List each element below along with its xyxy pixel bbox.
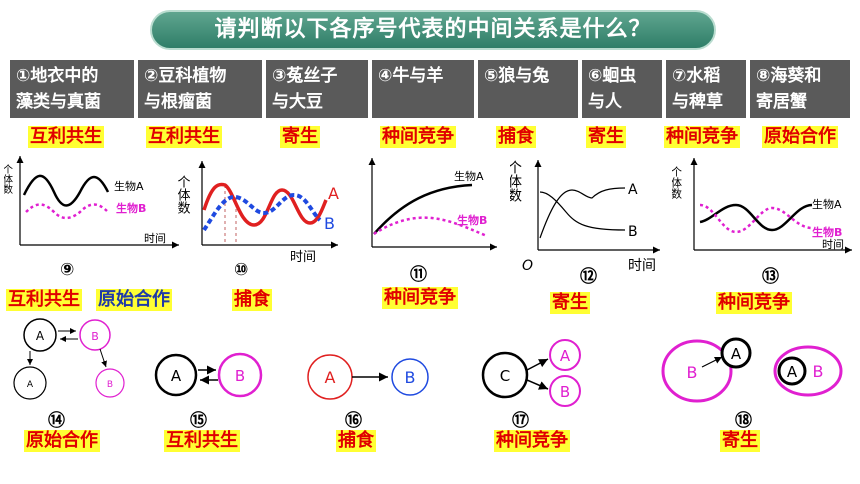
g9-label-b: 生物B bbox=[116, 201, 146, 215]
answer-18: 寄生 bbox=[720, 430, 760, 452]
g11-label-a: 生物A bbox=[454, 169, 484, 183]
answer-13: 种间竞争 bbox=[716, 292, 792, 314]
g12-xlabel: 时间 bbox=[628, 258, 656, 274]
header-cell-4: ④牛与羊 bbox=[372, 60, 474, 118]
g10-label-b: B bbox=[324, 214, 335, 233]
num-9: ⑨ bbox=[60, 260, 75, 280]
answer-7: 种间竞争 bbox=[664, 126, 740, 148]
answer-16: 捕食 bbox=[336, 430, 376, 452]
g10-curve-a bbox=[202, 182, 328, 227]
g9-ylabel: 个体数 bbox=[4, 164, 13, 195]
answer-17: 种间竞争 bbox=[494, 430, 570, 452]
g11-curve-a bbox=[373, 183, 473, 235]
d17-node-b: B bbox=[560, 383, 570, 401]
d16-node-b: B bbox=[405, 368, 416, 387]
graph-13: 个体数 生物A 生物B 时间 bbox=[672, 158, 852, 254]
diagram-14: A B A B bbox=[13, 318, 125, 400]
g13-label-a: 生物A bbox=[812, 197, 842, 211]
graph-12: 个体数 A B O 时间 bbox=[510, 160, 660, 274]
d18-node-a-left: A bbox=[731, 345, 742, 363]
page-title: 请判断以下各序号代表的中间关系是什么？ bbox=[150, 10, 716, 50]
d18-node-a-right: A bbox=[787, 363, 798, 381]
answer-6: 寄生 bbox=[586, 126, 626, 148]
g13-label-b: 生物B bbox=[812, 225, 842, 239]
num-12: ⑫ bbox=[580, 267, 597, 287]
header-cell-8: ⑧海葵和 寄居蟹 bbox=[750, 60, 850, 118]
g10-curve-b bbox=[202, 192, 322, 232]
num-14: ⑭ bbox=[48, 411, 65, 431]
answer-1: 互利共生 bbox=[28, 126, 104, 148]
answer-2: 互利共生 bbox=[146, 126, 222, 148]
g12-curve-b bbox=[539, 191, 626, 231]
g10-xlabel: 时间 bbox=[290, 250, 316, 265]
num-17: ⑰ bbox=[512, 411, 529, 431]
answer-11: 种间竞争 bbox=[382, 287, 458, 309]
graph-11: 生物A 生物B bbox=[368, 158, 497, 251]
header-cell-2: ②豆科植物 与根瘤菌 bbox=[138, 60, 262, 118]
num-15: ⑮ bbox=[190, 411, 207, 431]
header-cell-6: ⑥蛔虫 与人 bbox=[582, 60, 662, 118]
num-13: ⑬ bbox=[762, 267, 779, 287]
g10-label-a: A bbox=[328, 184, 339, 203]
d14-node-b-bottom: B bbox=[107, 380, 113, 390]
num-10: ⑩ bbox=[234, 260, 249, 280]
g13-ylabel: 个体数 bbox=[672, 166, 683, 200]
graph-10: 个体数 A B 时间 bbox=[178, 161, 339, 265]
answer-3: 寄生 bbox=[280, 126, 320, 148]
g12-origin: O bbox=[522, 258, 533, 274]
num-16: ⑯ bbox=[345, 411, 362, 431]
d17-node-a: A bbox=[560, 347, 571, 365]
answer-9a: 互利共生 bbox=[6, 289, 82, 311]
g12-label-a: A bbox=[628, 182, 638, 198]
answer-4: 种间竞争 bbox=[380, 126, 456, 148]
num-11: ⑪ bbox=[410, 265, 427, 285]
header-cell-7: ⑦水稻 与稗草 bbox=[666, 60, 746, 118]
graph-9: 个体数 生物A 生物B 时间 bbox=[4, 156, 179, 249]
header-cell-5: ⑤狼与兔 bbox=[478, 60, 578, 118]
d15-node-b: B bbox=[235, 367, 245, 385]
answer-9b: 原始合作 bbox=[96, 289, 172, 311]
d14-node-b-top: B bbox=[91, 330, 99, 343]
num-18: ⑱ bbox=[735, 411, 752, 431]
d17-node-c: C bbox=[500, 367, 510, 385]
diagram-16: A B bbox=[307, 354, 429, 400]
diagram-18: B A B A bbox=[661, 337, 843, 403]
d15-node-a: A bbox=[171, 367, 182, 385]
d14-node-a-top: A bbox=[36, 329, 45, 343]
g11-curve-b bbox=[373, 216, 488, 238]
g9-label-a: 生物A bbox=[114, 179, 144, 193]
diagram-15: A B bbox=[154, 352, 263, 398]
answer-8: 原始合作 bbox=[762, 126, 838, 148]
answer-5: 捕食 bbox=[496, 126, 536, 148]
d18-node-b-right: B bbox=[813, 362, 824, 381]
relation-diagrams: A B A B A B A B C A B bbox=[13, 318, 843, 407]
g12-label-b: B bbox=[628, 224, 638, 240]
g9-curve-a bbox=[22, 174, 110, 207]
g13-xlabel: 时间 bbox=[822, 238, 844, 251]
d14-node-a-bottom: A bbox=[27, 380, 34, 390]
g9-xlabel: 时间 bbox=[144, 232, 166, 245]
g10-ylabel: 个体数 bbox=[178, 175, 190, 214]
diagram-17: C A B bbox=[481, 339, 581, 407]
answer-12: 寄生 bbox=[550, 292, 590, 314]
answer-10: 捕食 bbox=[232, 289, 272, 311]
d16-node-a: A bbox=[325, 368, 336, 387]
g12-ylabel: 个体数 bbox=[510, 160, 522, 202]
header-cell-3: ③菟丝子 与大豆 bbox=[266, 60, 368, 118]
g12-curve-a bbox=[539, 187, 626, 239]
answer-14: 原始合作 bbox=[24, 430, 100, 452]
d18-node-b-left: B bbox=[687, 363, 698, 382]
g13-curve-a bbox=[699, 203, 813, 232]
header-cell-1: ①地衣中的 藻类与真菌 bbox=[10, 60, 134, 118]
answer-15: 互利共生 bbox=[164, 430, 240, 452]
g11-label-b: 生物B bbox=[457, 213, 487, 227]
